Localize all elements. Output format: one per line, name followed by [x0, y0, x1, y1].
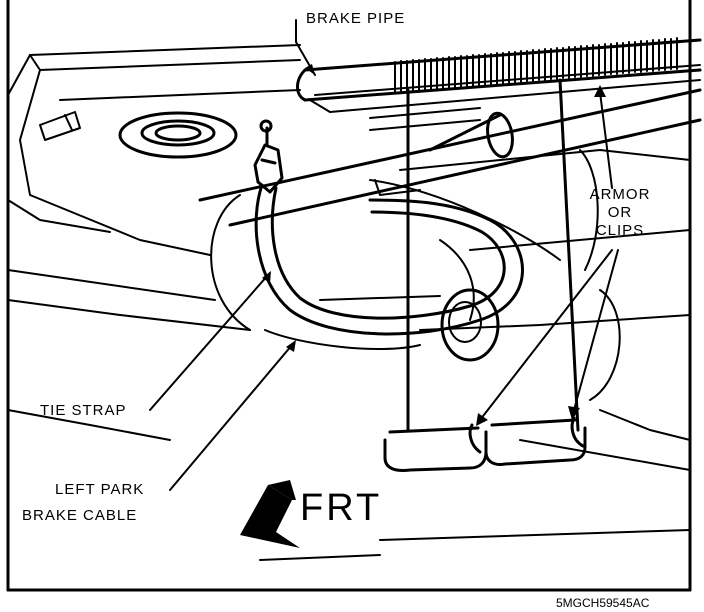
tie-strap-label: TIE STRAP [40, 402, 127, 419]
arrow-heads [262, 64, 606, 426]
leader-lines [149, 19, 619, 491]
armor-label: ARMOR [589, 186, 651, 203]
floor-pan [7, 44, 691, 561]
tie-strap-part [253, 119, 284, 194]
left-park-label: LEFT PARK [55, 481, 145, 498]
figure-code: 5MGCH59545AC [556, 596, 650, 610]
brake-pipe [296, 37, 702, 131]
frame-borders [6, 0, 692, 592]
armor-clips [383, 78, 587, 472]
frt-label: FRT [300, 487, 383, 529]
front-arrow-icon [240, 480, 300, 548]
clips-label: CLIPS [595, 222, 645, 239]
park-brake-cable [254, 183, 524, 336]
body-grommet [118, 111, 238, 159]
brake-pipe-label: BRAKE PIPE [306, 10, 406, 27]
crossmember-tube [198, 88, 702, 227]
or-label: OR [607, 204, 633, 221]
brake-cable-label: BRAKE CABLE [22, 507, 138, 524]
